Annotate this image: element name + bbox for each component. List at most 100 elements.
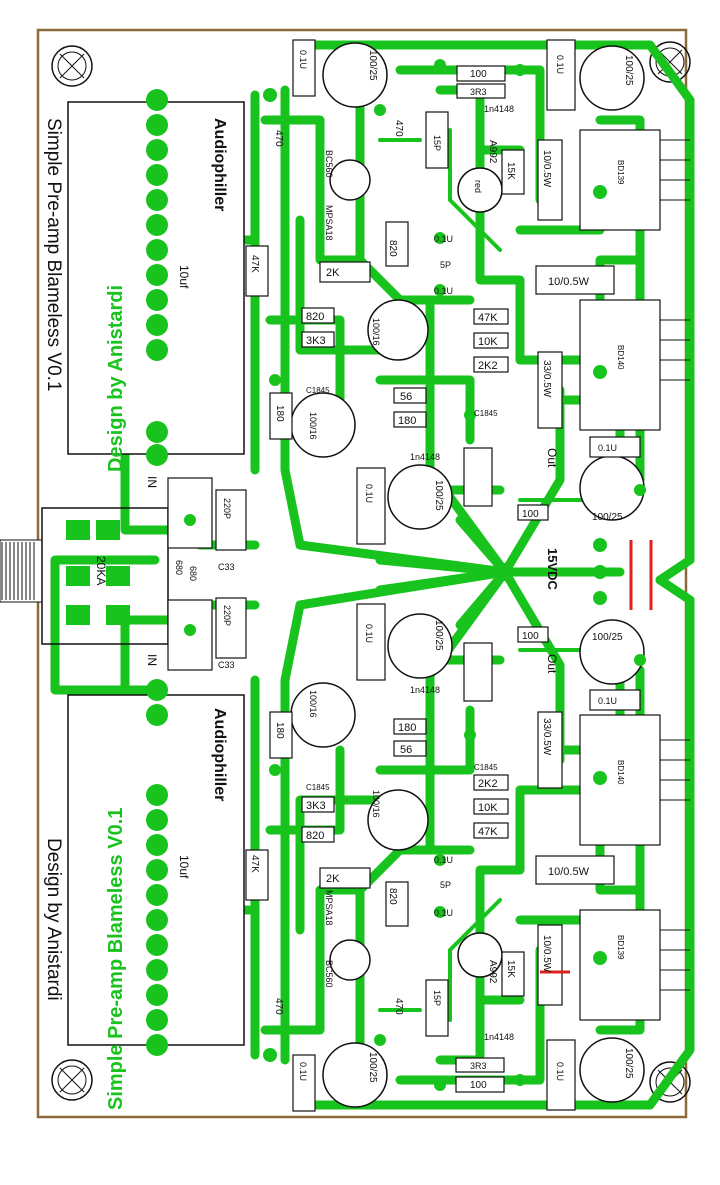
label-3r3-top: 3R3: [470, 87, 487, 97]
label-47k2-bottom: 47K: [478, 826, 498, 838]
label-10k-bottom: 10K: [478, 802, 498, 814]
label-2k2-top: 2K2: [478, 360, 498, 372]
label-100-25-d: 100/25: [592, 512, 623, 523]
label-5p-bottom: 5P: [440, 880, 451, 890]
label-680-b: 680: [188, 566, 198, 581]
capacitor-pads: [146, 89, 168, 1056]
label-c33-bottom: C33: [218, 660, 235, 670]
label-100-16-bottom-b: 100/16: [371, 790, 381, 818]
label-5p-top: 5P: [440, 260, 451, 270]
label-100-16-bottom-a: 100/16: [308, 690, 318, 718]
label-red-top: red: [473, 180, 483, 193]
label-c33-top: C33: [218, 562, 235, 572]
label-100-25-b: 100/25: [623, 55, 634, 86]
label-220p-bottom: 220P: [222, 605, 232, 626]
label-bd139-top: BD139: [616, 160, 625, 185]
label-47k-bottom: 47K: [249, 855, 260, 873]
label-2k-bottom: 2K: [326, 873, 340, 885]
label-1n4148-bottom-a: 1n4148: [484, 1032, 514, 1042]
label-47k2-top: 47K: [478, 312, 498, 324]
label-a992-top: A992: [487, 140, 498, 164]
label-1n4148-top-b: 1n4148: [410, 452, 440, 462]
label-470-a: 470: [273, 130, 284, 147]
label-c1845b-bottom: C1845: [474, 763, 498, 772]
title-top: Simple Pre-amp Blameless V0.1: [43, 118, 64, 392]
label-100-25-h: 100/25: [592, 632, 623, 643]
label-01u-j: 0.1U: [434, 908, 453, 918]
label-bc560-top: BC560: [324, 150, 334, 178]
label-3k3-top: 3K3: [306, 335, 326, 347]
label-01u-a: 0.1U: [298, 50, 308, 69]
label-100-top: 100: [470, 69, 487, 80]
label-100-25-f: 100/25: [623, 1048, 634, 1079]
label-01u-l: 0.1U: [598, 696, 617, 706]
label-c1845-bottom: C1845: [306, 783, 330, 792]
label-10k-top: 10K: [478, 336, 498, 348]
label-470-b: 470: [393, 120, 404, 137]
label-bd140-bottom: BD140: [616, 760, 625, 785]
label-01u-f: 0.1U: [598, 443, 617, 453]
label-2k-top: 2K: [326, 267, 340, 279]
label-3r3-bottom: 3R3: [470, 1061, 487, 1071]
label-100-bottom: 100: [470, 1080, 487, 1091]
label-01u-h: 0.1U: [555, 1062, 565, 1081]
label-01u-c: 0.1U: [364, 484, 374, 503]
label-470-c: 470: [273, 998, 284, 1015]
label-01u-e: 0.1U: [434, 286, 453, 296]
label-10-05w-a: 10/0.5W: [548, 276, 590, 288]
label-mpsa18-top: MPSA18: [324, 205, 334, 241]
pads: [147, 59, 646, 1091]
out-bottom-label: Out: [545, 654, 559, 674]
label-100-25-g: 100/25: [433, 620, 444, 651]
label-33-05w-top: 33/0.5W: [541, 360, 552, 398]
label-a992-bottom: A992: [487, 960, 498, 984]
cap-value-bottom: 10uf: [177, 855, 191, 879]
potentiometer: [0, 507, 169, 645]
cap-value-top: 10uf: [177, 265, 191, 289]
label-100-25-c: 100/25: [433, 480, 444, 511]
title-bottom-mirrored: Simple Pre-amp Blameless V0.1: [105, 808, 127, 1110]
label-bd140-top: BD140: [616, 345, 625, 370]
label-10-05w-c: 10/0.5W: [548, 866, 590, 878]
power-transistors: [579, 129, 661, 1021]
label-15p-bottom: 15P: [432, 990, 442, 1006]
resistor-bodies: [167, 39, 641, 1112]
supply-label: 15VDC: [545, 548, 560, 591]
label-1n4148-bottom-b: 1n4148: [410, 685, 440, 695]
in-top-label: IN: [145, 476, 159, 488]
label-100-16-top-a: 100/16: [308, 412, 318, 440]
label-c1845b-top: C1845: [474, 409, 498, 418]
audiophiller-label-bottom: Audiophiller: [211, 708, 228, 801]
label-mpsa18-bottom: MPSA18: [324, 890, 334, 926]
label-15k-bottom: 15K: [505, 960, 516, 978]
label-100-25-a: 100/25: [367, 50, 378, 81]
label-2k2-bottom: 2K2: [478, 778, 498, 790]
pot-label: 20KA: [94, 556, 108, 585]
label-820b-top: 820: [387, 240, 398, 257]
label-820b-bottom: 820: [387, 888, 398, 905]
label-01u-d: 0.1U: [434, 234, 453, 244]
label-01u-k: 0.1U: [434, 855, 453, 865]
label-56-bottom: 56: [400, 744, 412, 756]
label-bd139-bottom: BD139: [616, 935, 625, 960]
label-820-bottom: 820: [306, 830, 324, 842]
label-01u-b: 0.1U: [555, 55, 565, 74]
out-top-label: Out: [545, 448, 559, 468]
label-56-top: 56: [400, 391, 412, 403]
in-bottom-label: IN: [145, 654, 159, 666]
label-470-d: 470: [393, 998, 404, 1015]
label-220p-top: 220P: [222, 498, 232, 519]
label-100-top-b: 100: [522, 509, 539, 520]
audiophiller-label-top: Audiophiller: [211, 118, 228, 211]
label-10-05w-d: 10/0.5W: [541, 935, 552, 973]
mounting-hole-top-left: [51, 45, 93, 87]
label-3k3-bottom: 3K3: [306, 800, 326, 812]
electrolytic-capacitors: [290, 42, 645, 1108]
mounting-hole-bottom-left: [51, 1059, 93, 1101]
heatsink-fins: [660, 139, 690, 991]
red-jumpers: [540, 540, 653, 974]
board-text: Simple Pre-amp Blameless V0.1 Design by …: [43, 50, 634, 1110]
credit-bottom: Design by Anistardi: [43, 838, 64, 1001]
label-47k-top: 47K: [249, 255, 260, 273]
